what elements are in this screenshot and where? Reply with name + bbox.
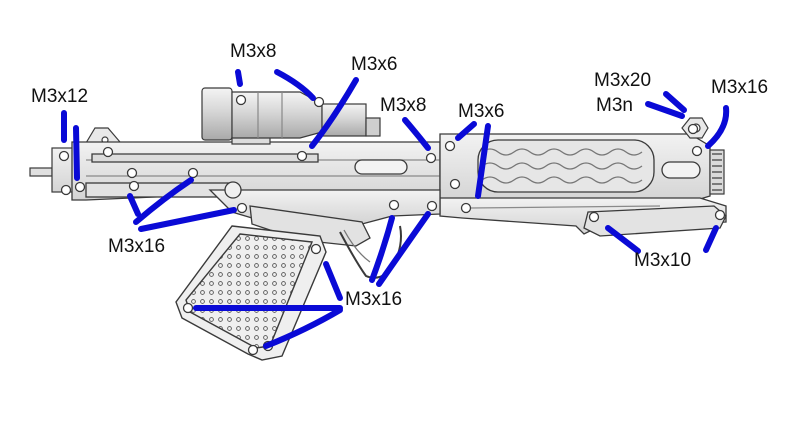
annotation-stroke <box>605 225 641 254</box>
screw-head <box>449 178 461 190</box>
screw-head <box>426 200 438 212</box>
lower-frame <box>208 181 441 279</box>
receiver <box>71 141 441 201</box>
annotation-stroke <box>127 193 141 217</box>
screw-head <box>235 94 247 106</box>
annotation-stroke <box>263 307 343 349</box>
label-m3x6-scope: M3x6 <box>351 54 398 75</box>
screw-head <box>313 96 325 108</box>
screw-head <box>187 167 199 179</box>
screw-head <box>58 150 70 162</box>
screw-head <box>460 202 472 214</box>
annotation-stroke <box>475 123 491 199</box>
screw-heads <box>58 94 726 356</box>
screw-head <box>247 344 259 356</box>
screw-head <box>388 199 400 211</box>
screw-head <box>60 184 72 196</box>
annotation-stroke <box>309 77 359 149</box>
scope <box>201 87 381 145</box>
label-m3x16-rear: M3x16 <box>711 77 769 98</box>
annotation-stroke <box>133 177 194 225</box>
label-m3x16-left: M3x16 <box>108 236 166 257</box>
barrel-shroud <box>439 133 711 203</box>
annotation-stroke <box>73 125 80 181</box>
screw-head <box>296 150 308 162</box>
label-m3x16-grip: M3x16 <box>345 289 403 310</box>
screw-head <box>182 302 194 314</box>
label-m3x10: M3x10 <box>634 250 692 271</box>
annotation-stroke <box>645 101 685 119</box>
screw-head <box>310 243 322 255</box>
screw-head <box>74 181 86 193</box>
screw-head <box>128 180 140 192</box>
annotation-stroke <box>705 105 730 149</box>
screw-head <box>444 140 456 152</box>
annotation-stroke <box>369 215 395 283</box>
screw-head <box>102 146 114 158</box>
label-m3x8-scope: M3x8 <box>230 41 277 62</box>
folding-stock <box>439 197 727 237</box>
screw-head <box>425 152 437 164</box>
screw-head <box>126 167 138 179</box>
annotation-stroke <box>663 91 687 113</box>
annotation-stroke <box>274 69 316 101</box>
annotation-stroke <box>376 211 431 287</box>
annotation-stroke <box>703 225 719 253</box>
screw-head <box>588 211 600 223</box>
screw-head <box>691 145 703 157</box>
screw-head <box>714 209 726 221</box>
annotation-stroke <box>402 117 431 151</box>
label-m3x8-receiver: M3x8 <box>380 95 427 116</box>
label-m3n: M3n <box>596 95 633 116</box>
grip <box>175 225 327 361</box>
annotation-stroke <box>235 69 243 87</box>
label-m3x12: M3x12 <box>31 86 89 107</box>
screw-head <box>236 202 248 214</box>
annotation-stroke <box>138 207 237 232</box>
label-m3x6-shroud: M3x6 <box>458 101 505 122</box>
label-m3x20: M3x20 <box>594 70 652 91</box>
annotation-stroke <box>323 261 343 301</box>
annotation-stroke <box>455 121 477 141</box>
annotation-strokes <box>61 69 730 349</box>
screw-head <box>687 123 699 135</box>
